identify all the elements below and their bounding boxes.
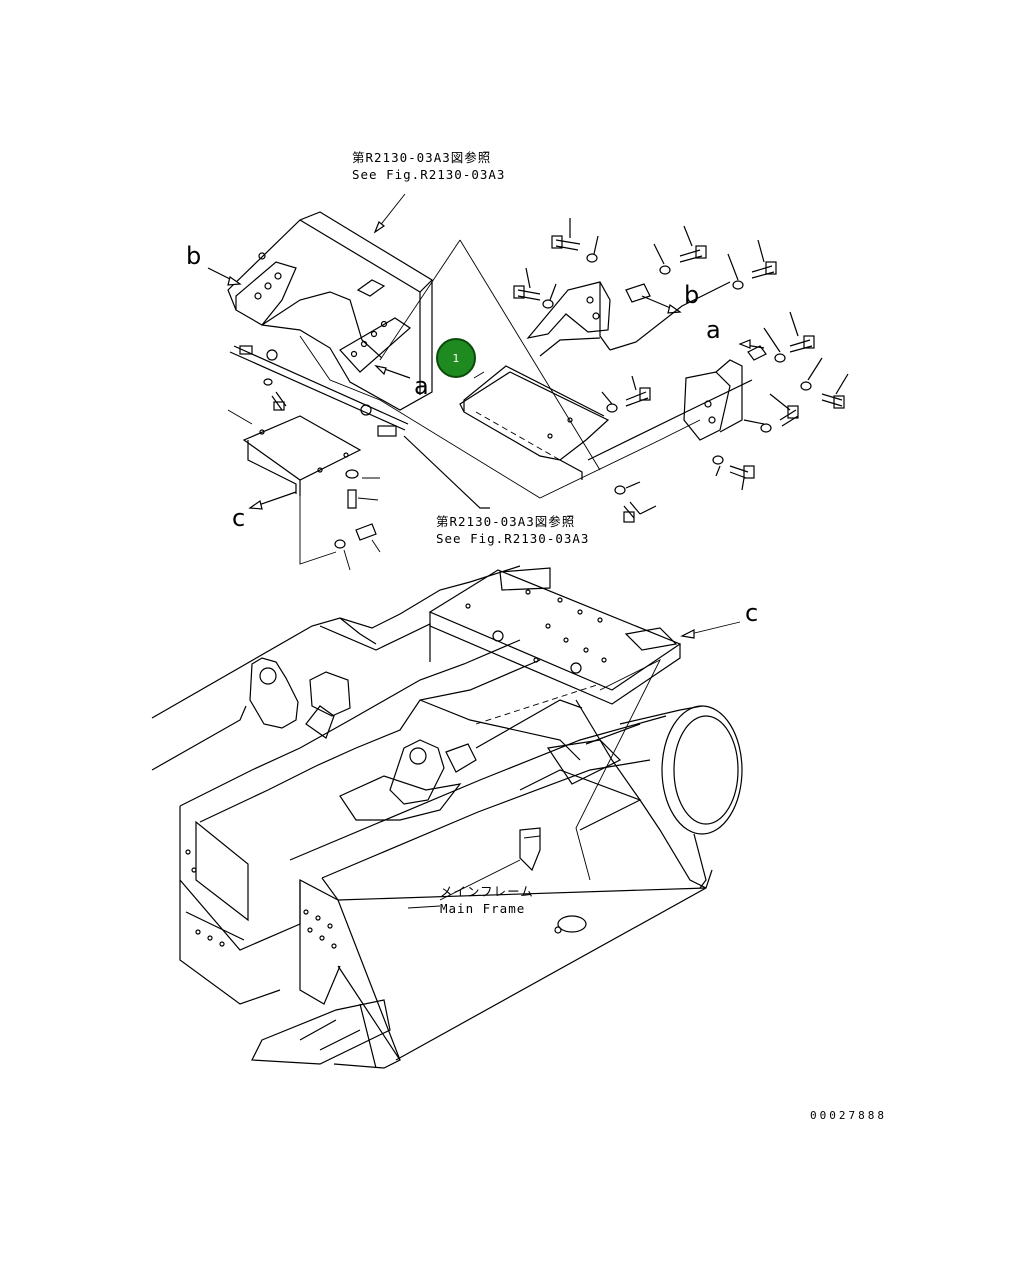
main-frame <box>151 565 743 1069</box>
arrow-c-left <box>248 491 297 510</box>
upper-cover-assembly <box>207 193 701 571</box>
part-callout-1[interactable]: 1 <box>436 338 476 378</box>
ref-label-mid-en: See Fig.R2130-03A3 <box>436 531 590 546</box>
view-letter-b-left: b <box>186 242 202 270</box>
view-letter-b-right: b <box>684 281 700 309</box>
right-bracket-assembly <box>403 218 849 523</box>
view-letter-a-center: a <box>414 372 429 400</box>
ref-label-top-en: See Fig.R2130-03A3 <box>352 167 506 182</box>
view-letter-c-right: c <box>745 599 759 627</box>
ref-label-top-jp: 第R2130-03A3図参照 <box>352 150 492 165</box>
ref-label-mid-jp: 第R2130-03A3図参照 <box>436 514 576 529</box>
drawing-number: 00027888 <box>810 1109 887 1122</box>
view-letter-a-right: a <box>706 316 721 344</box>
cover-plate-1 <box>459 365 610 480</box>
main-frame-label-jp: メインフレーム <box>440 884 534 899</box>
view-letter-c-left: c <box>232 504 246 532</box>
main-frame-label-en: Main Frame <box>440 901 526 916</box>
